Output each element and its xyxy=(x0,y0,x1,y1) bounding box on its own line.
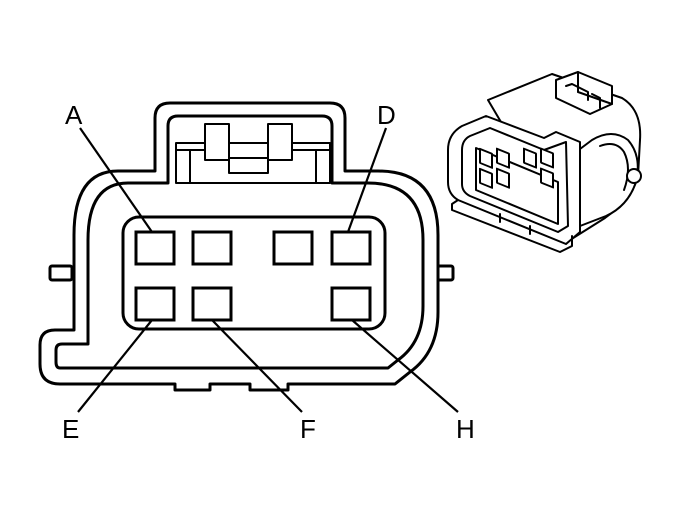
cavity-c xyxy=(272,230,314,266)
connector-face-view xyxy=(38,101,455,392)
terminal-cavity-field xyxy=(121,215,387,331)
pin-label-d: D xyxy=(377,100,396,130)
connector-housing-inner xyxy=(54,114,425,370)
cavity-h xyxy=(330,286,372,322)
pin-label-a: A xyxy=(65,100,83,130)
pin-label-e: E xyxy=(62,414,79,444)
cavity-f xyxy=(191,286,233,322)
leader-line-d xyxy=(346,127,388,233)
cavity-e xyxy=(134,286,176,322)
pin-label-h: H xyxy=(456,414,475,444)
leader-line-a xyxy=(79,127,153,233)
latch-feature xyxy=(175,123,331,184)
left-mounting-tab xyxy=(48,264,74,282)
leader-line-f xyxy=(211,319,303,413)
cavity-a xyxy=(134,230,176,266)
leader-line-e xyxy=(77,319,153,413)
cavity-b xyxy=(191,230,233,266)
cavity-d xyxy=(330,230,372,266)
leader-line-h xyxy=(351,319,459,413)
pin-label-f: F xyxy=(300,414,316,444)
connector-isometric-view xyxy=(447,71,642,253)
